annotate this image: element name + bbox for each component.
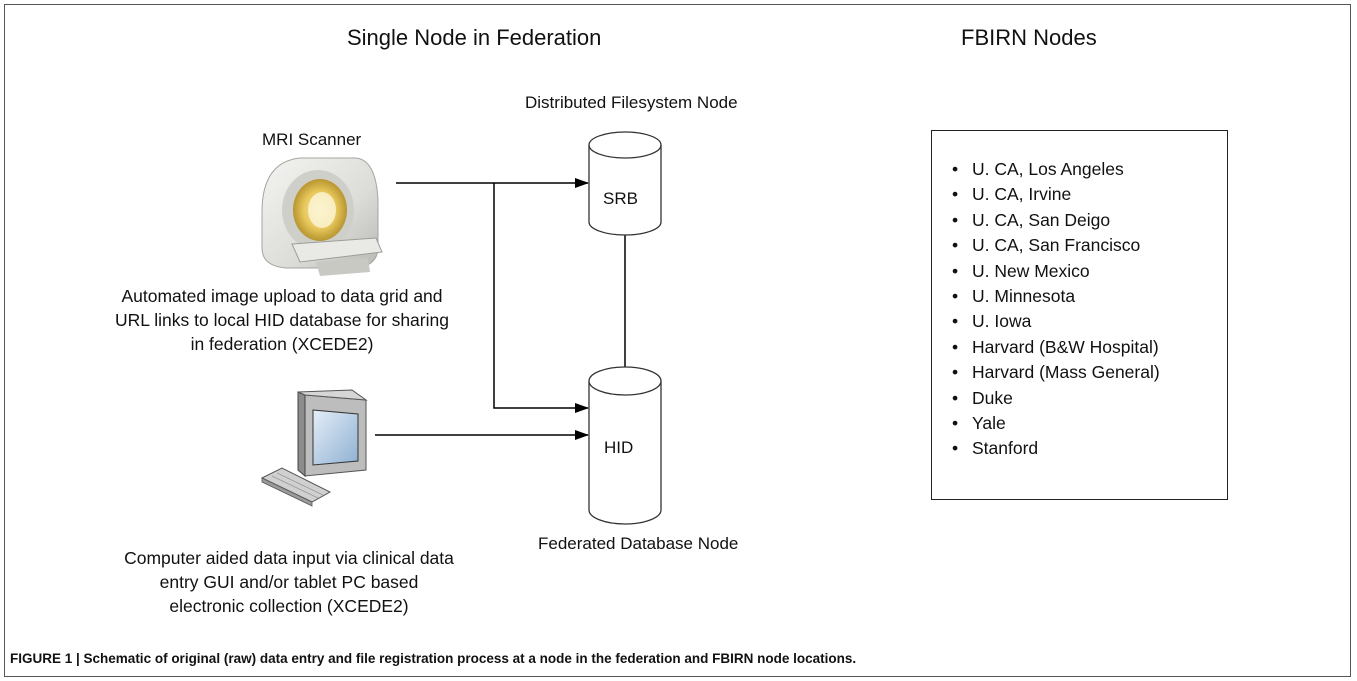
fbirn-node-item: U. Minnesota bbox=[952, 284, 1227, 310]
fbirn-nodes-list: U. CA, Los AngelesU. CA, IrvineU. CA, Sa… bbox=[932, 131, 1227, 462]
fbirn-node-item: Harvard (Mass General) bbox=[952, 360, 1227, 386]
fbirn-nodes-box: U. CA, Los AngelesU. CA, IrvineU. CA, Sa… bbox=[931, 130, 1228, 500]
mri-scanner-label: MRI Scanner bbox=[262, 130, 362, 149]
fbirn-node-item: Stanford bbox=[952, 436, 1227, 462]
fbirn-node-item: U. New Mexico bbox=[952, 259, 1227, 285]
fbirn-nodes-heading: FBIRN Nodes bbox=[961, 25, 1097, 50]
figure-caption: FIGURE 1 | Schematic of original (raw) d… bbox=[10, 651, 857, 666]
fbirn-node-item: Harvard (B&W Hospital) bbox=[952, 335, 1227, 361]
fbirn-node-item: U. Iowa bbox=[952, 309, 1227, 335]
srb-cylinder bbox=[588, 131, 662, 236]
fbirn-node-item: U. CA, San Deigo bbox=[952, 208, 1227, 234]
mri-to-hid-arrow bbox=[493, 183, 589, 413]
dfs-node-label: Distributed Filesystem Node bbox=[525, 93, 738, 112]
single-node-heading: Single Node in Federation bbox=[347, 25, 602, 50]
fed-db-node-label: Federated Database Node bbox=[538, 534, 739, 553]
hid-label: HID bbox=[604, 438, 634, 457]
fbirn-node-item: U. CA, Los Angeles bbox=[952, 157, 1227, 183]
fbirn-node-item: U. CA, Irvine bbox=[952, 182, 1227, 208]
hid-cylinder bbox=[588, 366, 662, 525]
fbirn-node-item: Duke bbox=[952, 386, 1227, 412]
input-description: Computer aided data input via clinical d… bbox=[124, 548, 454, 616]
srb-label: SRB bbox=[603, 189, 638, 208]
upload-description: Automated image upload to data grid and … bbox=[115, 286, 449, 354]
mri-scanner-icon bbox=[261, 157, 383, 276]
fbirn-node-item: U. CA, San Francisco bbox=[952, 233, 1227, 259]
fbirn-node-item: Yale bbox=[952, 411, 1227, 437]
computer-icon bbox=[260, 389, 368, 507]
figure-frame bbox=[4, 4, 1351, 677]
